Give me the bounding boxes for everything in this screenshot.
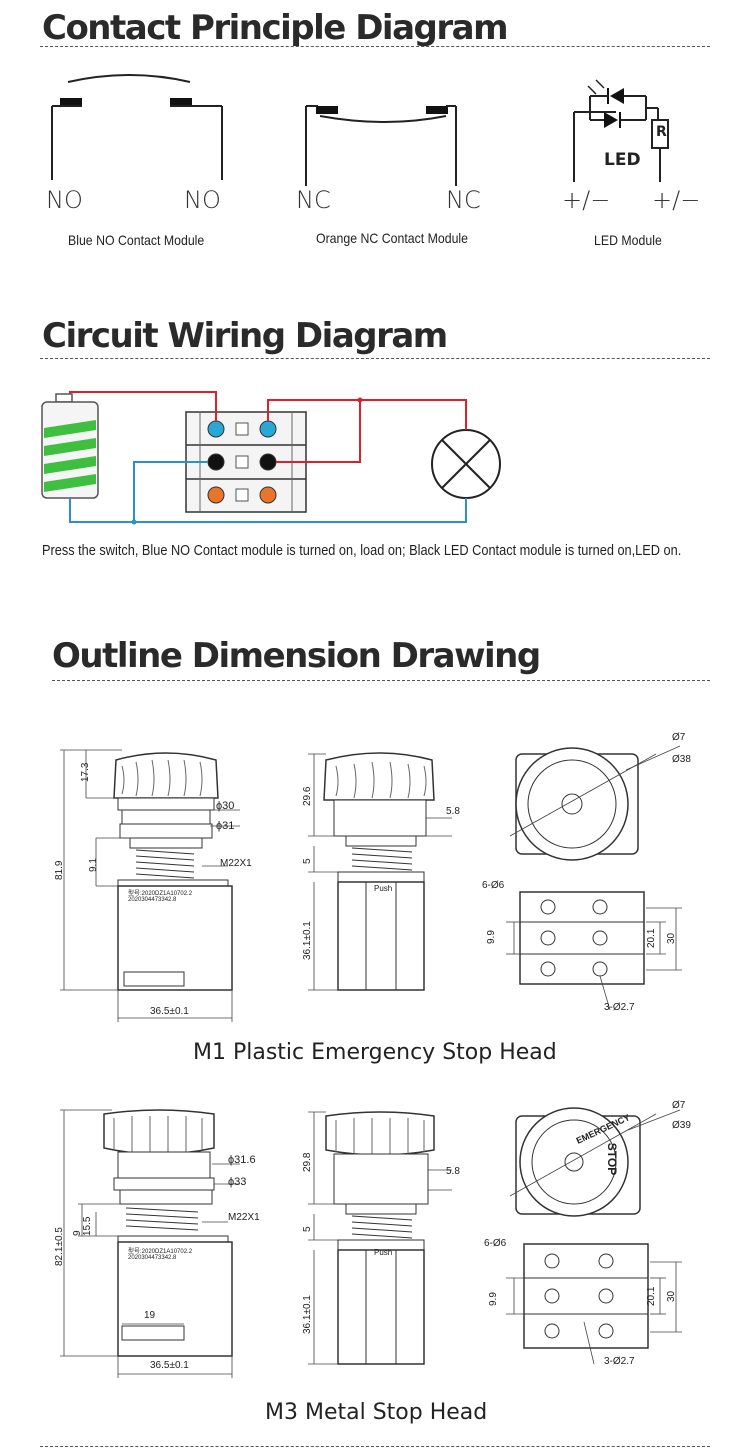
m1-push-label: Push <box>374 884 393 893</box>
no-contact-symbol <box>51 74 223 180</box>
m1-label1: 型号:2020DZ1A10702.2 <box>128 891 193 897</box>
m1-dim-20-1: 20.1 <box>646 928 657 948</box>
m1-side-view <box>60 749 240 1022</box>
orange-module-caption: Orange NC Contact Module <box>316 230 469 246</box>
m3-push-label: Push <box>374 1248 393 1257</box>
outline-dimension-title: Outline Dimension Drawing <box>52 636 541 676</box>
led-left-label: +/− <box>562 186 611 214</box>
bottom-divider <box>40 1446 710 1447</box>
m3-dim-m22: M22X1 <box>228 1212 260 1223</box>
m3-dim-29-8: 29.8 <box>302 1152 313 1172</box>
title-divider <box>40 358 710 359</box>
m1-dim-m22: M22X1 <box>220 858 252 869</box>
m1-dim-29-6: 29.6 <box>302 786 313 806</box>
m1-dim-o38: Ø38 <box>672 754 691 765</box>
contact-principle-title: Contact Principle Diagram <box>42 8 509 48</box>
wiring-description: Press the switch, Blue NO Contact module… <box>42 542 682 559</box>
m1-label2: 2020304473342.8 <box>128 897 177 903</box>
wiring-diagram <box>41 391 501 525</box>
m3-dim-36-5: 36.5±0.1 <box>150 1360 189 1371</box>
m1-dim-o7: Ø7 <box>672 732 686 743</box>
m3-dim-3-o2-7: 3-Ø2.7 <box>604 1356 635 1367</box>
orange-nc-right-label: NC <box>446 186 481 214</box>
title-divider <box>52 680 710 681</box>
m1-dim-phi31: ϕ31 <box>216 820 235 832</box>
m1-dim-9-9: 9.9 <box>486 930 497 944</box>
m1-top-bottom-views <box>506 745 682 1011</box>
nc-contact-symbol <box>305 105 457 186</box>
m1-caption: M1 Plastic Emergency Stop Head <box>193 1040 557 1065</box>
m3-dim-phi31-6: ϕ31.6 <box>228 1154 256 1166</box>
m3-stop-text: STOP <box>605 1142 620 1176</box>
m3-dim-o7: Ø7 <box>672 1100 686 1111</box>
led-right-label: +/− <box>652 186 701 214</box>
m3-dim-o39: Ø39 <box>672 1120 691 1131</box>
m3-dim-5: 5 <box>302 1226 313 1232</box>
m1-dim-36-5: 36.5±0.1 <box>150 1006 189 1017</box>
blue-no-right-label: NO <box>184 186 221 214</box>
m1-dim-phi30: ϕ30 <box>216 800 235 812</box>
m3-dim-phi33: ϕ33 <box>228 1176 247 1188</box>
m3-label2: 2020304473342.8 <box>128 1255 177 1261</box>
m1-dim-81-9: 81.9 <box>54 860 65 880</box>
m3-side-view <box>60 1109 240 1378</box>
battery-icon <box>41 393 99 499</box>
m3-front-view <box>308 1111 452 1365</box>
m3-dim-15-5: 15.5 <box>82 1216 93 1236</box>
led-module-caption: LED Module <box>594 232 662 248</box>
m3-dim-20-1: 20.1 <box>646 1286 657 1306</box>
m1-dim-9-1: 9.1 <box>88 858 99 872</box>
m3-dim-9-9: 9.9 <box>488 1292 499 1306</box>
m1-dim-5: 5 <box>302 858 313 864</box>
m3-dim-19: 19 <box>144 1310 156 1321</box>
m3-label1: 型号:2020DZ1A10702.2 <box>128 1249 193 1255</box>
led-module-symbol <box>573 79 669 182</box>
m3-dim-36-1: 36.1±0.1 <box>302 1295 313 1334</box>
m3-top-bottom-views <box>506 1107 682 1365</box>
circuit-wiring-title: Circuit Wiring Diagram <box>42 316 448 356</box>
title-divider <box>40 46 710 47</box>
m1-dim-36-1: 36.1±0.1 <box>302 921 313 960</box>
blue-no-left-label: NO <box>46 186 83 214</box>
m1-dim-30: 30 <box>666 932 677 944</box>
m1-dim-17-3: 17.3 <box>80 762 91 782</box>
m3-caption: M3 Metal Stop Head <box>265 1400 488 1425</box>
led-text: LED <box>604 150 641 170</box>
m3-dim-6-o6: 6-Ø6 <box>484 1238 507 1249</box>
orange-nc-left-label: NC <box>296 186 331 214</box>
m1-dim-6-o6: 6-Ø6 <box>482 880 505 891</box>
lamp-icon <box>431 429 501 499</box>
m1-front-view <box>308 752 452 991</box>
blue-module-caption: Blue NO Contact Module <box>68 232 205 248</box>
m1-dim-3-o2-7: 3-Ø2.7 <box>604 1002 635 1013</box>
m3-dim-82-1: 82.1±0.5 <box>54 1227 65 1266</box>
resistor-text: R <box>656 124 667 140</box>
m3-dim-30: 30 <box>666 1290 677 1302</box>
m1-dim-5-8: 5.8 <box>446 806 460 817</box>
m3-dim-5-8: 5.8 <box>446 1166 460 1177</box>
